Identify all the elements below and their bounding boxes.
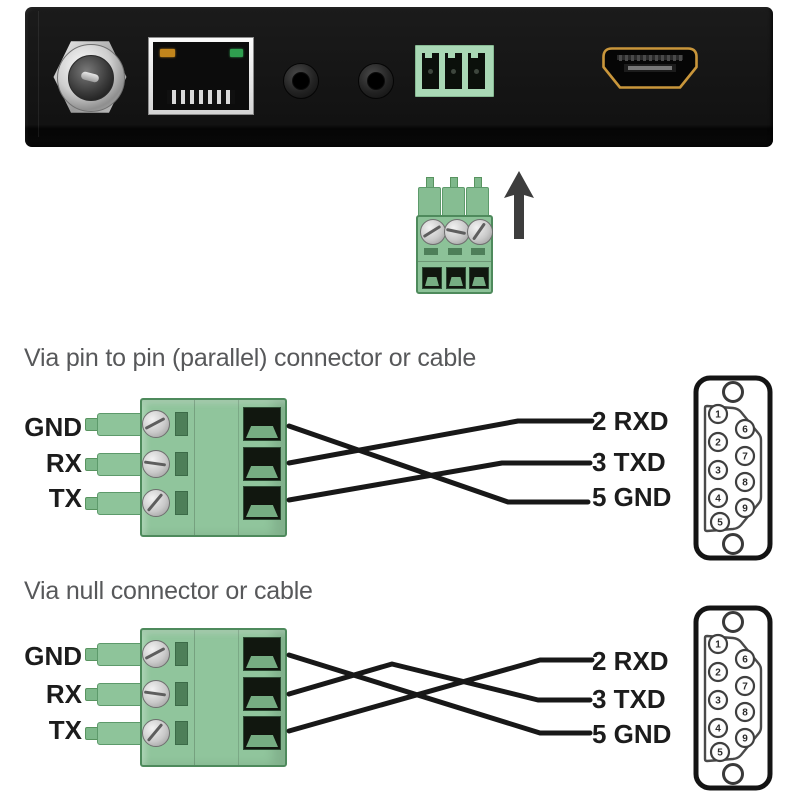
db9-pin-5: 5 [717, 518, 723, 529]
db9-pin-8: 8 [742, 478, 748, 489]
wire-opening [243, 677, 281, 711]
up-arrow-icon [503, 171, 535, 239]
socket-slot [445, 53, 462, 89]
db9-connector-icon: 1 2 3 4 5 6 7 8 9 [693, 375, 773, 561]
block-pin-base [97, 413, 145, 436]
block-slot [175, 721, 188, 745]
block-slot [175, 452, 188, 476]
audio-jack-icon [283, 63, 319, 99]
terminal-block-side-icon [85, 628, 290, 767]
screw-icon [142, 489, 170, 517]
wire-opening [243, 637, 281, 671]
block-pin-base [97, 492, 145, 515]
db9-pin-8: 8 [742, 708, 748, 719]
pin-label-gnd: GND [24, 641, 82, 671]
db9-pin-1: 1 [715, 410, 721, 421]
db9-pin-2: 2 [715, 438, 721, 449]
db9-label-5gnd: 5 GND [592, 719, 672, 749]
db9-pin-9: 9 [742, 734, 748, 745]
audio-jack-icon [358, 63, 394, 99]
hdmi-port-icon [602, 47, 698, 89]
plug-body [416, 215, 493, 294]
wire-opening [243, 716, 281, 750]
wire-opening [243, 447, 281, 481]
block-slot [175, 412, 188, 436]
terminal-block-side-icon [85, 398, 290, 537]
socket-slot [422, 53, 439, 89]
ethernet-led-green [230, 49, 243, 57]
wire-opening [243, 486, 281, 520]
block-slot [175, 642, 188, 666]
wire-rx-to-2rxd [286, 418, 595, 466]
db9-pin-4: 4 [715, 724, 721, 735]
block-pin-base [97, 453, 145, 476]
section-title-null: Via null connector or cable [24, 577, 313, 605]
db9-pin-7: 7 [742, 682, 748, 693]
wire-tx-to-2rxd [286, 657, 595, 734]
block-pin-base [97, 722, 145, 745]
db9-label-2rxd: 2 RXD [592, 406, 669, 436]
section-title-parallel: Via pin to pin (parallel) connector or c… [24, 344, 477, 372]
rj45-ethernet-port-icon [148, 37, 254, 115]
db9-pin-1: 1 [715, 640, 721, 651]
db9-label-5gnd: 5 GND [592, 482, 672, 512]
terminal-block-socket-icon [415, 45, 494, 97]
plug-slot [448, 248, 462, 255]
block-pin-base [97, 643, 145, 666]
screw-icon [444, 219, 470, 245]
db9-connector-icon: 1 2 3 4 5 6 7 8 9 [693, 605, 773, 791]
screw-icon [142, 450, 170, 478]
wire-opening [422, 267, 442, 289]
db9-pin-4: 4 [715, 494, 721, 505]
terminal-plug-front-icon [416, 177, 493, 294]
screw-icon [142, 410, 170, 438]
wire-opening [446, 267, 466, 289]
ethernet-led-orange [160, 49, 175, 57]
screw-icon [142, 640, 170, 668]
screw-icon [142, 680, 170, 708]
db9-label-2rxd: 2 RXD [592, 646, 669, 676]
wire-tx-to-3txd [286, 460, 593, 503]
screw-icon [467, 219, 493, 245]
db9-pin-7: 7 [742, 452, 748, 463]
wire-gnd-to-5gnd [286, 423, 591, 505]
db9-pin-2: 2 [715, 668, 721, 679]
pin-label-rx: RX [45, 448, 82, 478]
screw-icon [142, 719, 170, 747]
db9-pin-3: 3 [715, 696, 721, 707]
plug-slot [471, 248, 485, 255]
dc-power-jack-icon [52, 39, 128, 115]
wire-gnd-to-5gnd [286, 652, 593, 736]
db9-pin-3: 3 [715, 466, 721, 477]
db9-label-3txd: 3 TXD [592, 684, 666, 714]
db9-pin-5: 5 [717, 748, 723, 759]
plug-seam [418, 261, 491, 262]
plug-slot [424, 248, 438, 255]
db9-pin-6: 6 [742, 655, 748, 666]
wire-rx-to-3txd [286, 661, 593, 703]
pin-label-tx: TX [48, 483, 82, 513]
pin-label-tx: TX [48, 715, 82, 745]
wire-opening [469, 267, 489, 289]
block-slot [175, 682, 188, 706]
wire-opening [243, 407, 281, 441]
socket-slot [468, 53, 485, 89]
db9-pin-6: 6 [742, 425, 748, 436]
block-pin-base [97, 683, 145, 706]
rj45-contacts [167, 90, 235, 104]
db9-pin-9: 9 [742, 504, 748, 515]
pin-label-gnd: GND [24, 412, 82, 442]
block-slot [175, 491, 188, 515]
screw-icon [420, 219, 446, 245]
db9-label-3txd: 3 TXD [592, 447, 666, 477]
rj45-cavity [153, 42, 249, 110]
pin-label-rx: RX [45, 679, 82, 709]
device-rear-panel [25, 7, 773, 147]
